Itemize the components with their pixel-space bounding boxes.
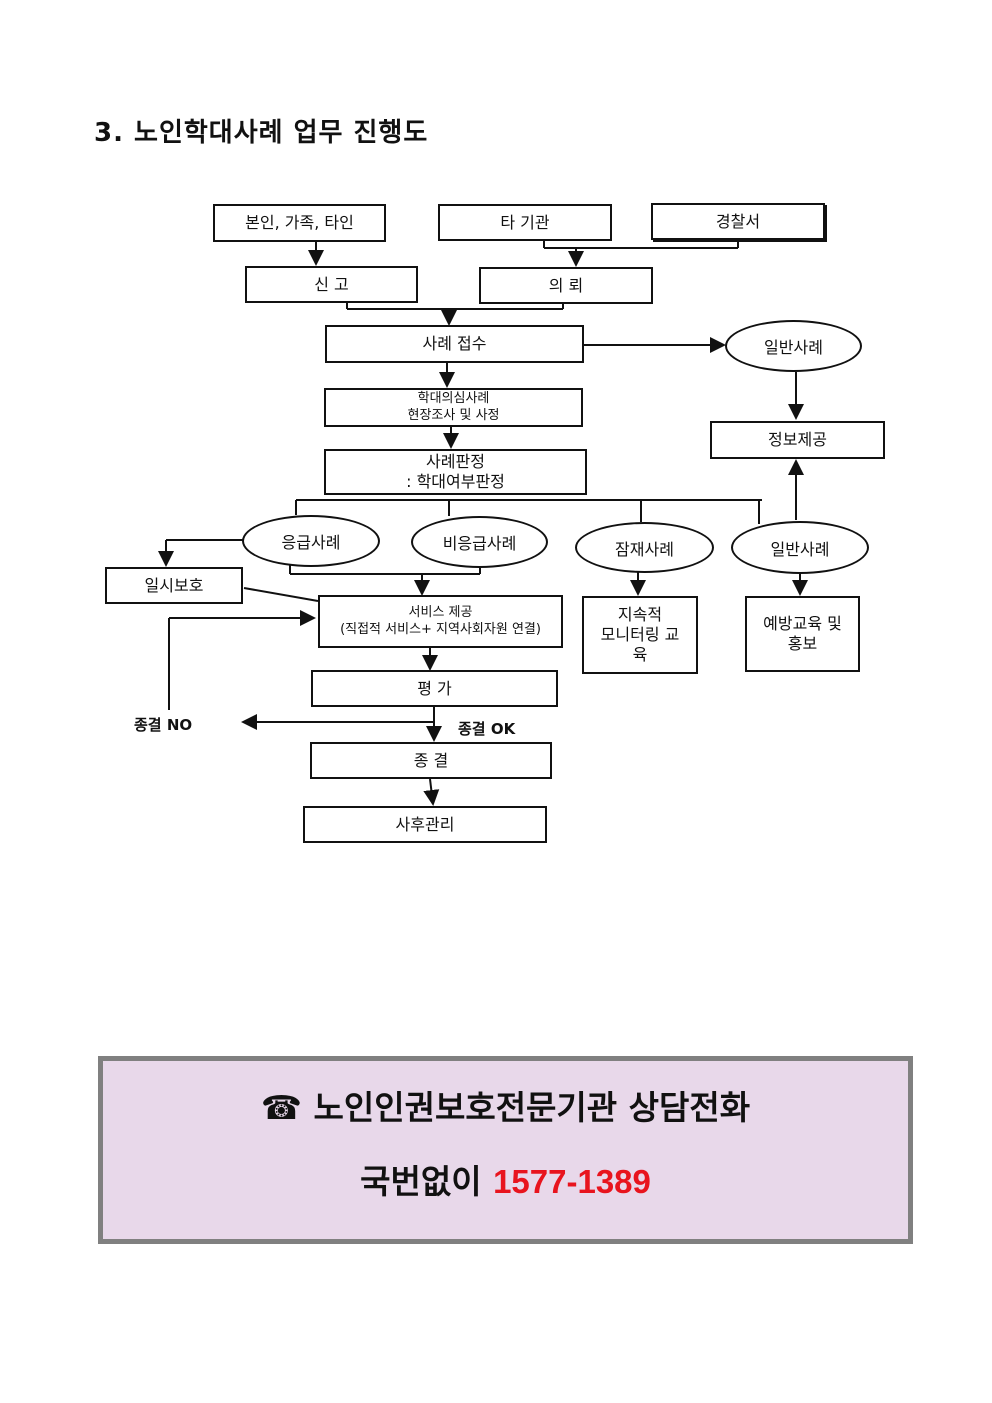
case-intake-box: 사례 접수 [325,325,584,363]
monitoring-education-box: 지속적 모니터링 교 육 [582,596,698,674]
general-case-oval-bottom: 일반사례 [731,521,869,574]
report-box: 신 고 [245,266,418,303]
termination-ok-label: 종결 OK [458,720,516,738]
hotline-banner: ☎ 노인인권보호전문기관 상담전화 국번없이 1577-1389 [98,1056,913,1244]
case-judgment-box: 사례판정 : 학대여부판정 [324,449,587,495]
evaluation-box: 평 가 [311,670,558,707]
temporary-protection-box: 일시보호 [105,567,243,604]
phone-icon: ☎ [260,1088,303,1127]
source-police-box: 경찰서 [651,203,825,240]
hotline-number-line: 국번없이 1577-1389 [103,1155,908,1203]
hotline-title: ☎ 노인인권보호전문기관 상담전화 [103,1081,908,1129]
request-box: 의 뢰 [479,267,653,304]
non-emergency-case-oval: 비응급사례 [411,516,548,568]
hotline-prefix: 국번없이 [360,1162,482,1201]
emergency-case-oval: 응급사례 [242,515,380,567]
page-title: 3. 노인학대사례 업무 진행도 [94,118,429,148]
termination-no-label: 종결 NO [134,716,193,734]
suspected-abuse-case-box: 학대의심사례 현장조사 및 사정 [324,388,583,427]
source-self-family-other-box: 본인, 가족, 타인 [213,204,386,242]
info-provision-box: 정보제공 [710,421,885,459]
prevention-education-box: 예방교육 및 홍보 [745,596,860,672]
source-other-agency-box: 타 기관 [438,204,612,241]
hotline-number: 1577-1389 [493,1163,651,1200]
service-provision-box: 서비스 제공 (직접적 서비스+ 지역사회자원 연결) [318,595,563,648]
termination-box: 종 결 [310,742,552,779]
hotline-label: 노인인권보호전문기관 상담전화 [313,1088,751,1127]
potential-case-oval: 잠재사례 [575,522,714,573]
general-case-oval-top: 일반사례 [725,320,862,372]
aftercare-box: 사후관리 [303,806,547,843]
